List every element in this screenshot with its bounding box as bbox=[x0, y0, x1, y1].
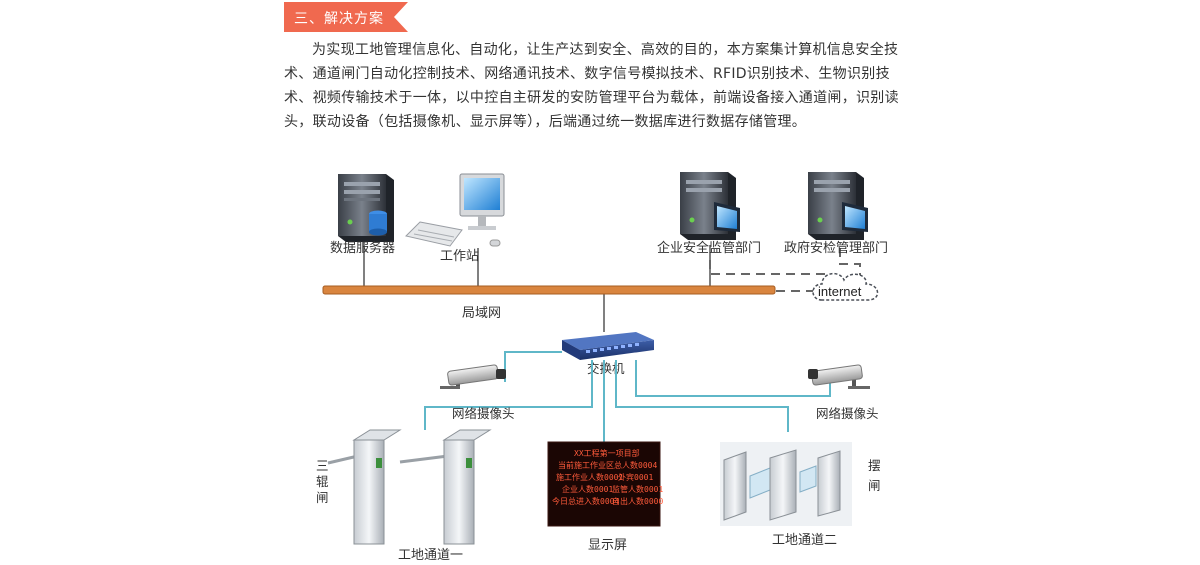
network-cables bbox=[424, 351, 831, 442]
camera-left-icon bbox=[440, 364, 506, 389]
swing-gate-icon bbox=[720, 442, 852, 526]
workstation-label: 工作站 bbox=[440, 249, 479, 264]
led-display-line: 今日总进入数0004 bbox=[552, 496, 619, 506]
internet-label: internet bbox=[818, 284, 862, 299]
section-tag: 三、解决方案 bbox=[284, 2, 408, 32]
section-title: 三、解决方案 bbox=[294, 11, 384, 27]
workstation-icon bbox=[405, 173, 505, 247]
internet-dashed-links bbox=[709, 248, 861, 292]
data-server-icon bbox=[338, 174, 394, 242]
government-dept-label: 政府安检管理部门 bbox=[784, 241, 888, 256]
tripod-gate-char-2: 辊 bbox=[316, 474, 329, 489]
led-display-line: 当前施工作业区总人数0004 bbox=[558, 460, 657, 470]
lan-bus bbox=[322, 285, 776, 295]
swing-gate-char-1: 摆 bbox=[868, 458, 881, 473]
swing-gate-char-2: 闸 bbox=[868, 478, 881, 493]
tag-background bbox=[284, 2, 408, 32]
led-display-line: 外宾0001 bbox=[618, 472, 653, 482]
tripod-gate-char-1: 三 bbox=[316, 458, 329, 473]
led-display-line: 施工作业人数0001 bbox=[556, 472, 623, 482]
data-server-label: 数据服务器 bbox=[330, 240, 395, 256]
system-diagram: 局域网 数据服务器 工作站 企业安全监管部门 bbox=[316, 172, 888, 563]
tripod-turnstile-icon bbox=[327, 429, 492, 545]
led-display-line: 监管人数0001 bbox=[612, 484, 663, 494]
enterprise-dept-label: 企业安全监管部门 bbox=[657, 240, 761, 256]
government-dept-computer-icon bbox=[808, 172, 868, 240]
tripod-gate-char-3: 闸 bbox=[316, 490, 329, 505]
led-display-line: 自出人数0000 bbox=[612, 496, 663, 506]
network-switch-icon bbox=[562, 332, 654, 360]
camera-left-label: 网络摄像头 bbox=[452, 406, 515, 421]
intro-paragraph: 为实现工地管理信息化、自动化，让生产达到安全、高效的目的，本方案集计算机信息安全… bbox=[284, 42, 899, 130]
channel-one-label: 工地通道一 bbox=[398, 548, 463, 563]
lan-label: 局域网 bbox=[462, 306, 501, 321]
enterprise-dept-computer-icon bbox=[680, 172, 740, 240]
display-label: 显示屏 bbox=[588, 538, 627, 553]
led-display-line: XX工程第一项目部 bbox=[574, 448, 640, 458]
camera-right-icon bbox=[808, 364, 870, 389]
internet-cloud-icon bbox=[812, 272, 879, 301]
led-display-line: 企业人数0001 bbox=[562, 484, 613, 494]
channel-two-label: 工地通道二 bbox=[772, 533, 837, 548]
camera-right-label: 网络摄像头 bbox=[816, 406, 879, 421]
